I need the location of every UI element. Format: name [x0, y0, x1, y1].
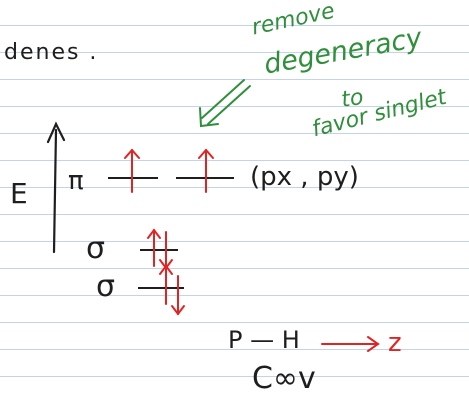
pi-orbital-level-2: [176, 148, 234, 193]
pi-orbitals-note: (px , py): [250, 162, 359, 192]
energy-axis-arrow: [46, 121, 66, 254]
heading-fragment: denes .: [4, 40, 99, 65]
sigma-label-lower: σ: [96, 269, 116, 304]
z-axis-arrow: [321, 336, 380, 352]
energy-label: E: [10, 177, 28, 210]
sigma-orbital-level-upper: [140, 228, 178, 270]
pi-orbital-level-1: [108, 148, 158, 193]
spin-pair-arrows: [159, 264, 185, 316]
point-group-label: C∞v: [252, 361, 316, 396]
sigma-label-upper: σ: [86, 231, 106, 266]
axis-label: z: [388, 328, 402, 358]
double-arrow-down-left: [199, 79, 251, 128]
spin-up-arrow: [198, 148, 214, 193]
spin-up-arrow: [124, 148, 140, 193]
sigma-orbital-level-lower: [138, 264, 185, 316]
bond-label: P — H: [228, 326, 300, 354]
pi-label: π: [68, 166, 84, 196]
